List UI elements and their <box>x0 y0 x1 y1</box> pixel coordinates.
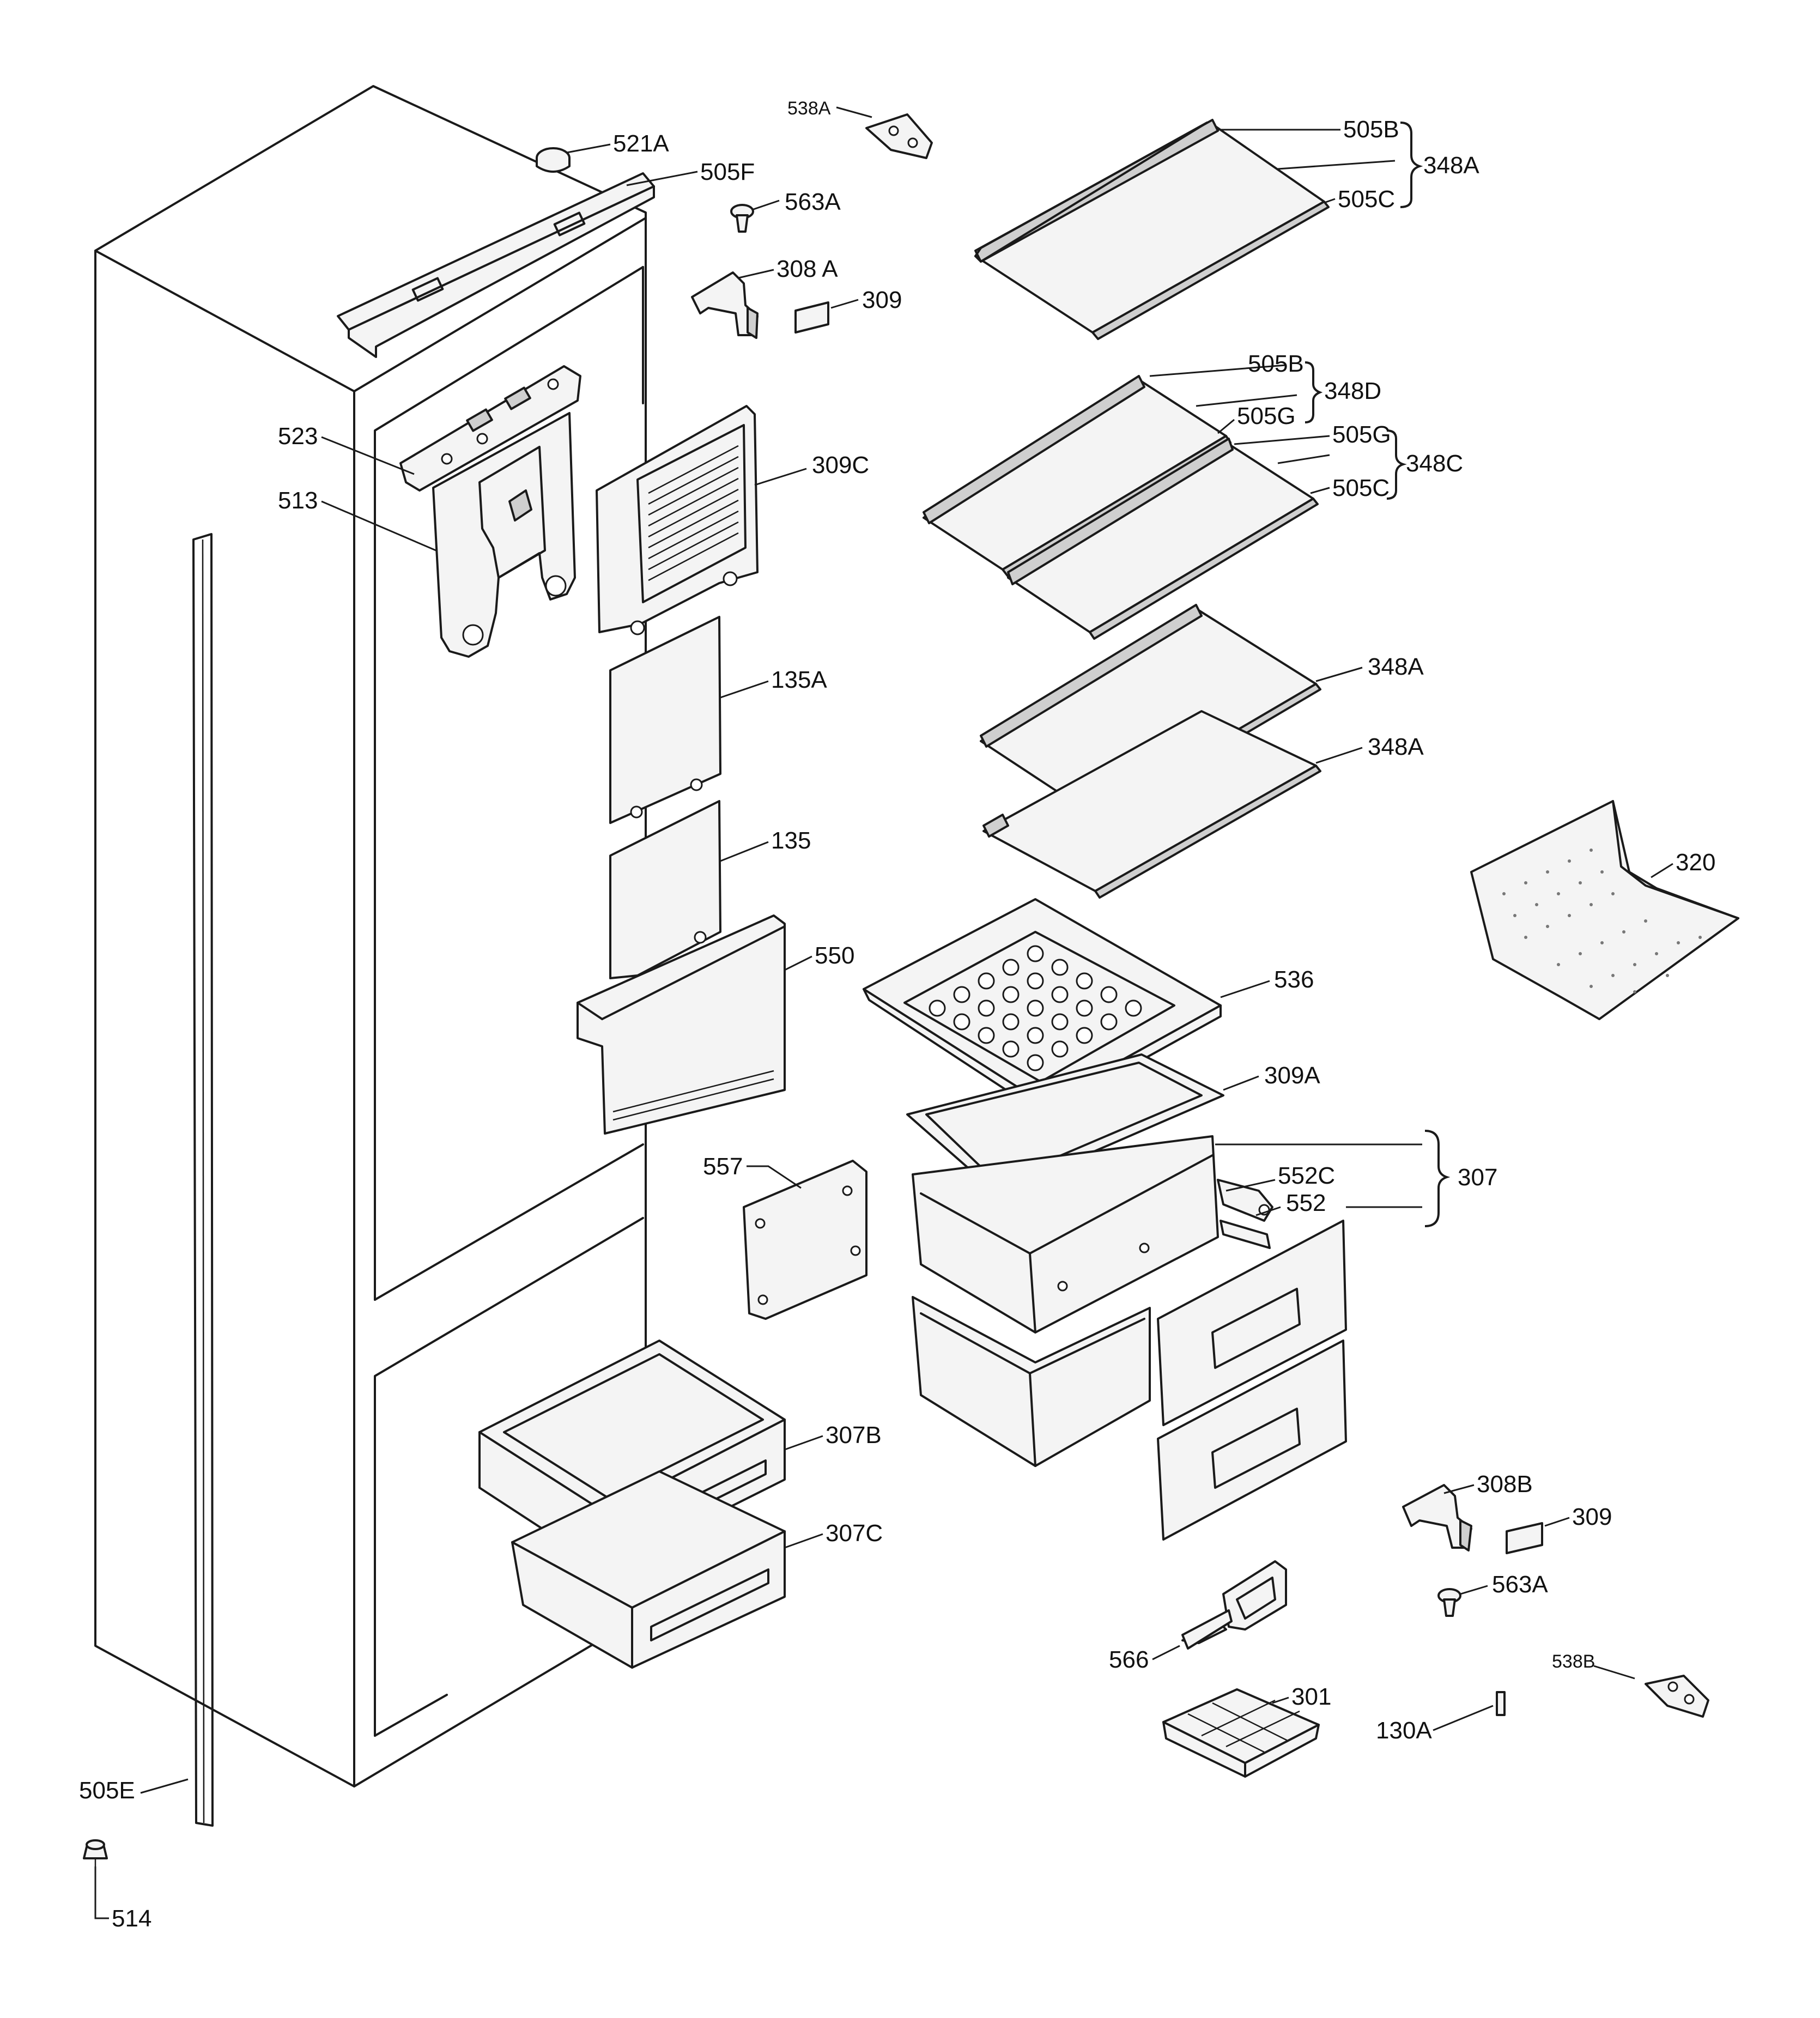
label-309-top: 309 <box>862 287 902 313</box>
label-130a: 130A <box>1376 1717 1432 1744</box>
divider-baffle <box>577 914 786 1135</box>
air-grille-cover <box>596 405 759 635</box>
label-505c-2: 505C <box>1332 475 1390 501</box>
ice-cube-tray <box>1162 1688 1320 1778</box>
crisper-frame-lower <box>912 1296 1151 1467</box>
part-labels: 538A 521A 505F 563A 308 A 309 505B 348A … <box>79 98 1715 1932</box>
label-348c: 348C <box>1406 450 1463 477</box>
screw-bottom <box>1437 1588 1461 1617</box>
label-513: 513 <box>278 487 318 514</box>
side-panel <box>743 1160 867 1320</box>
split-glass-shelf-right <box>1007 438 1319 640</box>
label-566: 566 <box>1109 1646 1149 1673</box>
door-seal-strip <box>192 533 214 1827</box>
upper-hinge <box>691 271 759 339</box>
label-309-bottom: 309 <box>1572 1504 1612 1530</box>
label-505b-1: 505B <box>1343 116 1399 143</box>
control-panel-housing <box>399 365 581 492</box>
label-plate-top <box>794 301 829 334</box>
small-clip <box>1496 1691 1506 1716</box>
label-552: 552 <box>1286 1190 1326 1216</box>
screw-top <box>730 204 754 233</box>
label-348a-3: 348A <box>1368 734 1424 760</box>
label-307c: 307C <box>826 1520 883 1547</box>
wire-basket <box>1470 800 1739 1020</box>
label-552c: 552C <box>1278 1162 1335 1189</box>
label-550: 550 <box>815 942 854 969</box>
label-505b-2: 505B <box>1248 350 1304 377</box>
label-plate-bottom <box>1506 1522 1543 1554</box>
label-348a-2: 348A <box>1368 653 1424 680</box>
evaporator-cover-upper <box>609 616 721 824</box>
ice-scraper <box>1181 1560 1287 1650</box>
egg-cups <box>929 945 1142 1071</box>
basket-mesh <box>1502 849 1702 993</box>
label-563a-top: 563A <box>785 189 841 215</box>
lower-hinge <box>1402 1484 1472 1552</box>
label-320: 320 <box>1676 849 1715 876</box>
label-301: 301 <box>1291 1683 1331 1710</box>
crisper-drawer-front-upper <box>1157 1220 1347 1426</box>
label-307b: 307B <box>826 1422 882 1449</box>
label-135a: 135A <box>771 666 827 693</box>
label-536: 536 <box>1274 966 1314 993</box>
freezer-drawer-lower <box>511 1470 786 1669</box>
grouping-braces <box>1305 122 1451 1227</box>
leader-lines <box>94 106 1673 1919</box>
label-557: 557 <box>703 1153 743 1180</box>
glass-shelf-lower <box>982 710 1321 899</box>
label-538a-top: 538A <box>787 98 831 119</box>
hinge-cover-top <box>865 113 933 159</box>
label-505c-1: 505C <box>1338 186 1395 213</box>
label-505e: 505E <box>79 1777 135 1804</box>
label-348a-1: 348A <box>1423 152 1479 179</box>
label-308a: 308 A <box>776 256 838 282</box>
label-505g-1: 505G <box>1237 403 1296 429</box>
glass-shelf-top <box>974 119 1330 340</box>
label-308b: 308B <box>1477 1471 1533 1498</box>
label-523: 523 <box>278 423 318 450</box>
fan-housing <box>432 412 576 658</box>
label-505g-2: 505G <box>1332 421 1391 448</box>
hinge-pin <box>83 1839 108 1867</box>
label-521a: 521A <box>613 130 669 157</box>
label-307: 307 <box>1458 1164 1497 1191</box>
label-505f: 505F <box>700 159 755 185</box>
crisper-drawer-front-lower <box>1157 1340 1347 1541</box>
label-538b: 538B <box>1552 1651 1595 1672</box>
top-trim-rail <box>337 172 655 358</box>
label-348d: 348D <box>1324 378 1381 404</box>
label-135: 135 <box>771 827 811 854</box>
label-514: 514 <box>112 1905 151 1932</box>
label-309c: 309C <box>812 452 869 478</box>
label-563a-bottom: 563A <box>1492 1571 1548 1598</box>
crisper-frame-upper <box>912 1135 1219 1334</box>
hinge-cover-bottom <box>1645 1675 1709 1718</box>
label-309a: 309A <box>1264 1062 1320 1089</box>
refrigerator-cabinet <box>94 85 647 1787</box>
evaporator-cover-lower <box>609 800 721 979</box>
control-knob <box>536 147 571 173</box>
